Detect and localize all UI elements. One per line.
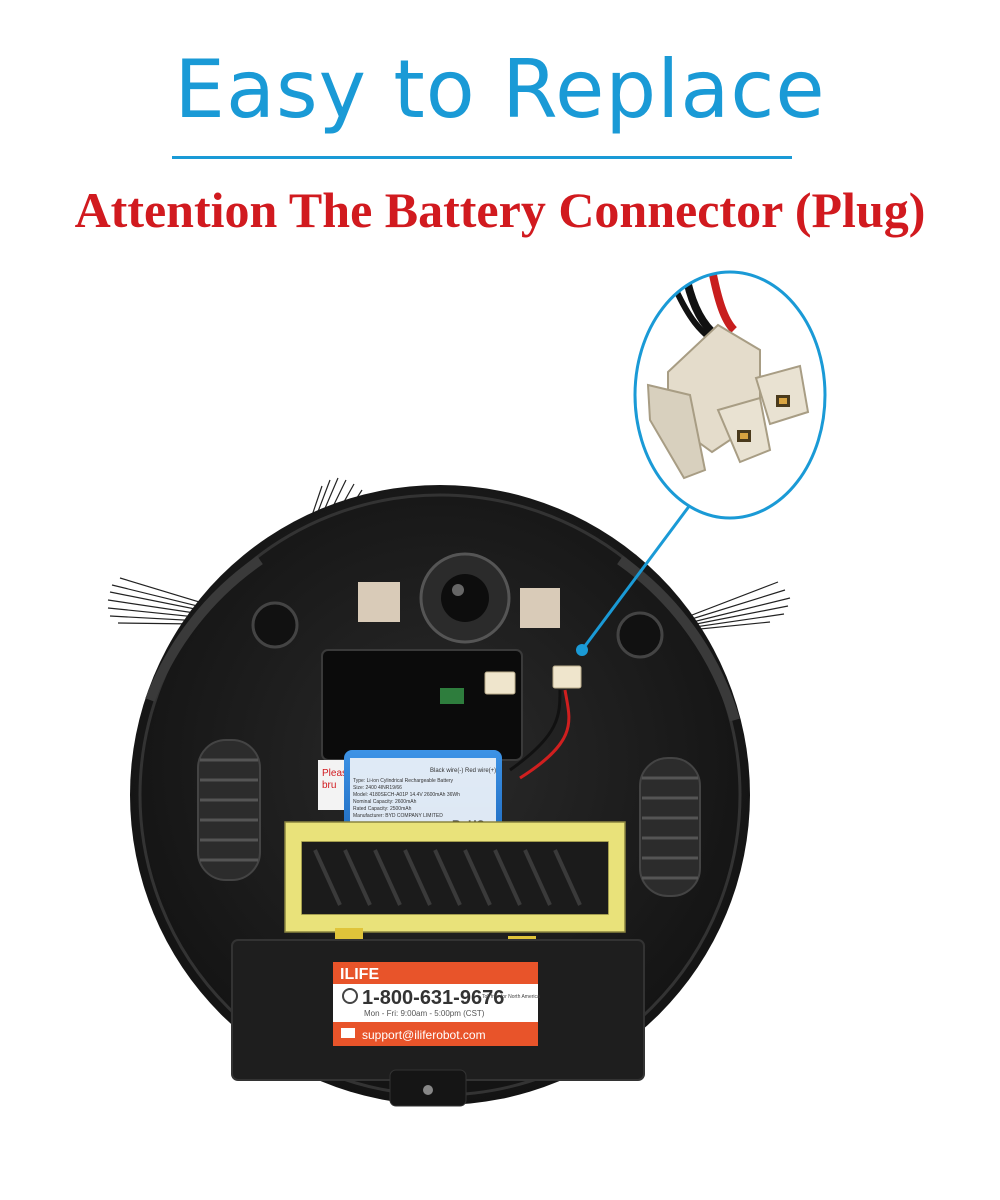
main-brush-frame [284, 821, 626, 948]
right-brush-hub [616, 611, 664, 659]
battery-wire-legend: Black wire(-) Red wire(+) [430, 768, 496, 774]
left-sensor-window [358, 582, 400, 622]
battery-spec-line5: Rated Capacity: 2500mAh [353, 806, 412, 812]
left-brush-hub [251, 601, 299, 649]
battery-spec-line3: Model: 4180SECH-A01P 14.4V 2600mAh 36Wh [353, 792, 460, 798]
warning-sticker-line2: bru [322, 780, 336, 791]
right-drive-wheel [639, 757, 701, 897]
red-wire [519, 689, 571, 780]
warning-sticker-line1: Pleas [322, 768, 347, 779]
support-brand: ILIFE [340, 966, 379, 983]
title-underline [172, 156, 792, 159]
right-sensor-window [520, 588, 560, 628]
support-email: support@iliferobot.com [362, 1028, 486, 1042]
black-wire [509, 689, 562, 772]
battery-compartment [321, 649, 523, 761]
mail-icon [341, 1028, 355, 1038]
phone-icon [342, 988, 358, 1004]
battery-spec-line1: Type: Li-ion Cylindrical Rechargeable Ba… [353, 778, 454, 784]
battery-spec-line4: Nominal Capacity: 2600mAh [353, 799, 417, 805]
page-title: Easy to Replace [174, 43, 826, 136]
support-toll-free: Toll free for North America [482, 994, 540, 1000]
robot-side-connector [484, 671, 516, 695]
support-hours: Mon - Fri: 9:00am - 5:00pm (CST) [364, 1009, 485, 1018]
support-card: ILIFE 1-800-631-9676 Toll free for North… [333, 962, 540, 1046]
battery-side-connector [552, 665, 582, 689]
left-drive-wheel [197, 739, 261, 881]
callout-dot [576, 644, 588, 656]
battery-spec-line6: Manufacturer: BYD COMPANY LIMITED [353, 813, 443, 819]
battery-spec-line2: Size: 2400 4INR19/66 [353, 785, 402, 791]
connector-zoom-inset [633, 270, 827, 520]
attention-subtitle: Attention The Battery Connector (Plug) [74, 182, 926, 238]
callout-line [580, 504, 692, 651]
support-phone: 1-800-631-9676 [362, 987, 504, 1009]
